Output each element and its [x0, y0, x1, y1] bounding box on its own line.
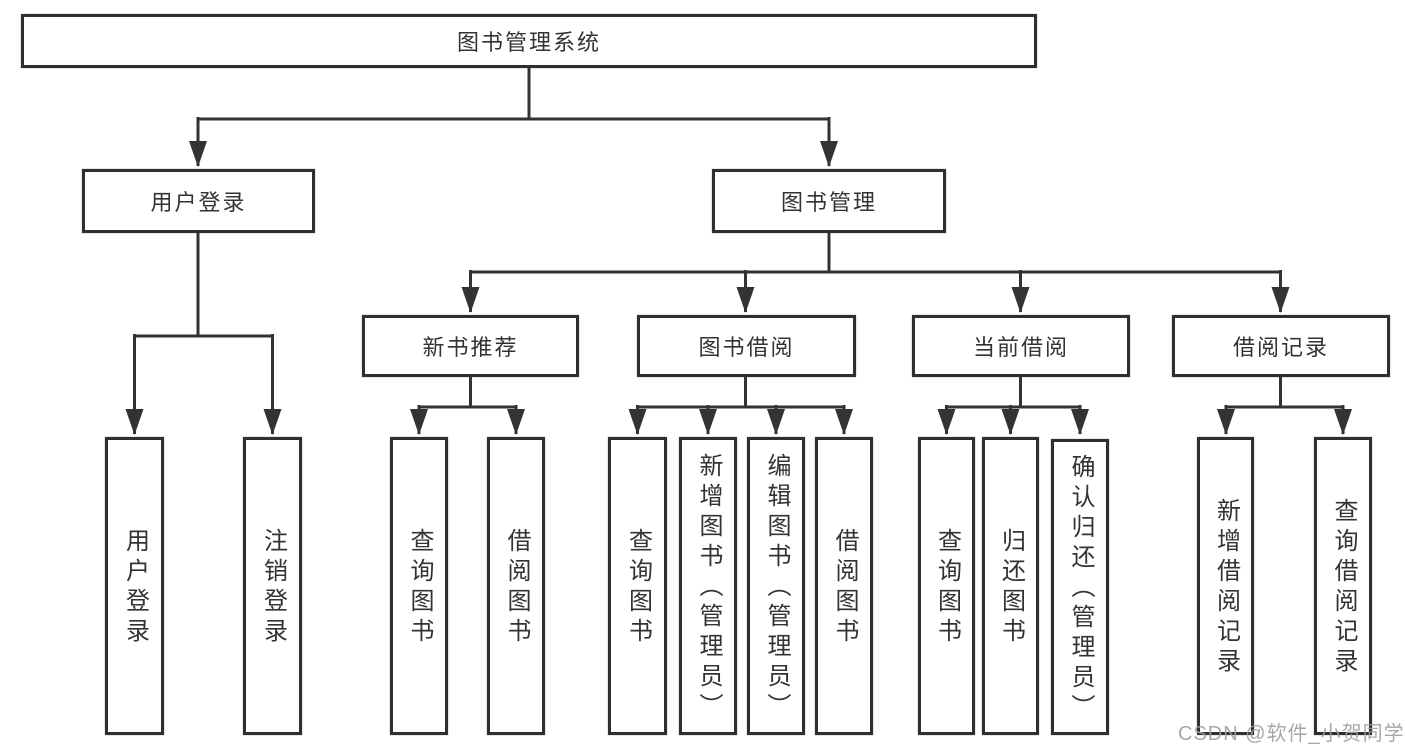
current-borrow-children-connector — [937, 377, 1089, 435]
borrow-records-children-connector — [1217, 377, 1352, 435]
leaf-add-book-admin: 新增图书（管理员） — [679, 437, 737, 735]
leaf-user-login: 用户登录 — [105, 437, 164, 735]
leaf-edit-book-admin: 编辑图书（管理员） — [747, 437, 805, 735]
node-book-management: 图书管理 — [712, 169, 946, 233]
leaf-confirm-return-admin: 确认归还（管理员） — [1051, 439, 1109, 735]
new-book-rec-children-connector — [410, 377, 525, 435]
node-library-system: 图书管理系统 — [21, 14, 1037, 68]
book-mgmt-children-connector — [461, 233, 1290, 313]
leaf-logout: 注销登录 — [243, 437, 302, 735]
node-borrow-records: 借阅记录 — [1172, 315, 1390, 377]
leaf-add-borrow-record: 新增借阅记录 — [1197, 437, 1254, 735]
user-login-children-connector — [125, 233, 282, 435]
node-user-login: 用户登录 — [82, 169, 315, 233]
leaf-query-borrow-record: 查询借阅记录 — [1314, 437, 1372, 735]
leaf-borrow-book-2: 借阅图书 — [815, 437, 873, 735]
leaf-borrow-book-1: 借阅图书 — [487, 437, 545, 735]
node-new-book-recommend: 新书推荐 — [362, 315, 579, 377]
leaf-return-book: 归还图书 — [982, 437, 1039, 735]
node-book-borrow: 图书借阅 — [637, 315, 856, 377]
book-borrow-children-connector — [628, 377, 853, 435]
leaf-query-book-2: 查询图书 — [608, 437, 667, 735]
csdn-watermark: CSDN @软件_小贺同学 — [1178, 723, 1405, 745]
node-current-borrow: 当前借阅 — [912, 315, 1130, 377]
root-to-level2-connector — [189, 68, 838, 167]
leaf-query-book-1: 查询图书 — [390, 437, 448, 735]
leaf-query-book-3: 查询图书 — [918, 437, 975, 735]
